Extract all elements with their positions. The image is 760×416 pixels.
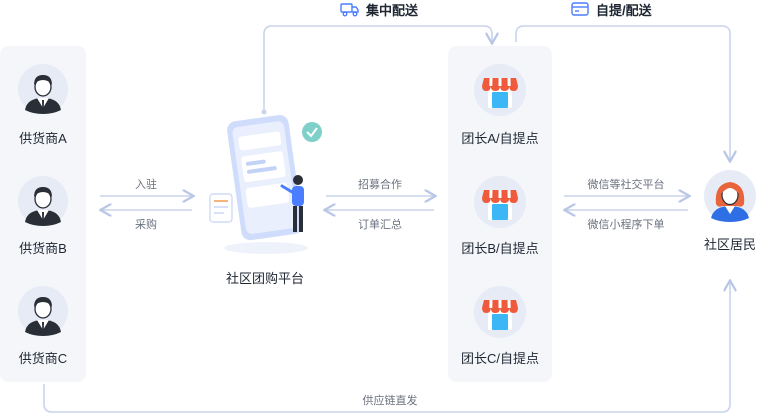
resident-avatar [704,170,756,222]
edge-label-purchase: 采购 [135,219,157,231]
leader-label: 团长C/自提点 [460,351,539,366]
supplier-label: 供货商B [19,241,67,256]
pickup-delivery-label: 自提/配送 [596,3,652,18]
supplier-avatar [18,176,68,226]
supplier-avatar [18,286,68,336]
truck-icon [340,0,360,18]
supplier-label: 供货商A [19,131,67,146]
path-pickup-delivery [515,25,730,160]
store-icon [474,64,526,116]
edge-label-orders: 订单汇总 [358,219,402,231]
resident-label: 社区居民 [703,237,756,252]
edge-label-social: 微信等社交平台 [587,179,665,191]
edge-label-supply-chain: 供应链直发 [340,392,440,408]
edge-label-miniprogram: 微信小程序下单 [587,219,665,231]
edge-label-enter: 入驻 [135,179,157,191]
store-icon [474,286,526,338]
central-delivery-label: 集中配送 [366,3,419,18]
leader-label: 团长A/自提点 [461,131,539,146]
platform-label: 社区团购平台 [225,271,304,286]
store-icon [474,176,526,228]
card-icon [570,1,590,17]
supplier-avatar [18,64,68,114]
supplier-label: 供货商C [18,351,68,366]
path-supply-chain [43,282,730,413]
edge-label-recruit: 招募合作 [358,179,402,191]
leader-label: 团长B/自提点 [461,241,539,256]
path-central-delivery [263,25,492,112]
platform-illustration [204,108,324,258]
